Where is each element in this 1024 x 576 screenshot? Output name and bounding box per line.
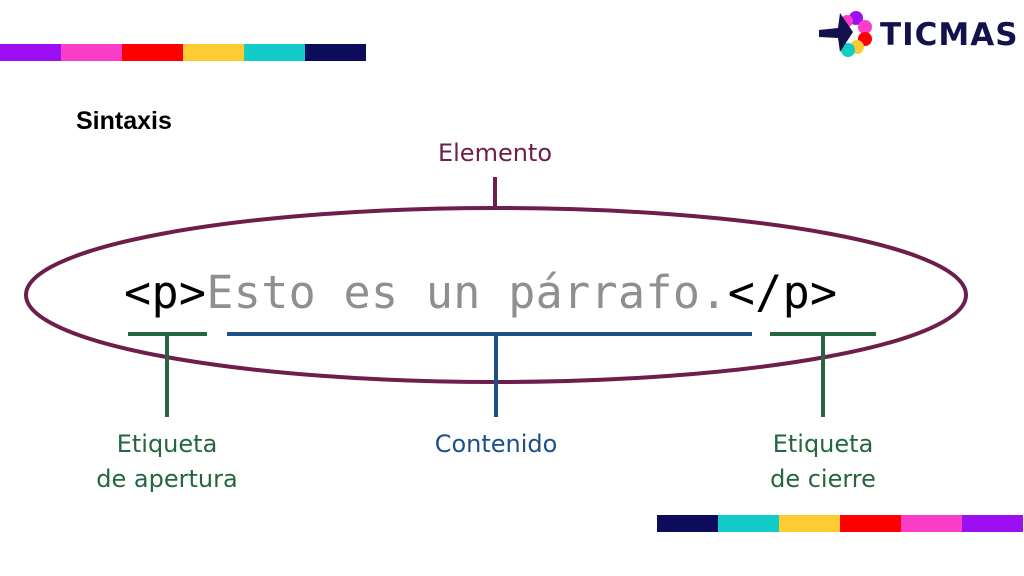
open-tag-label-line: Etiqueta — [116, 430, 218, 458]
stripe-segment — [962, 515, 1023, 532]
open-tag-label: Etiqueta de apertura — [67, 427, 267, 497]
section-title: Sintaxis — [76, 107, 172, 135]
stripe-segment — [122, 44, 183, 61]
stripe-segment — [0, 44, 61, 61]
ticmas-logo: TICMAS — [816, 8, 1024, 64]
code-content: Esto es un párrafo. — [206, 266, 728, 319]
flower-logo-icon — [819, 11, 872, 57]
stripe-segment — [901, 515, 962, 532]
stripe-segment — [779, 515, 840, 532]
stripe-segment — [183, 44, 244, 61]
open-tag-label-line: de apertura — [96, 465, 238, 493]
stripe-segment — [305, 44, 366, 61]
logo-wordmark: TICMAS — [880, 17, 1019, 53]
stripe-segment — [840, 515, 901, 532]
close-tag-label-line: de cierre — [770, 465, 876, 493]
stripe-segment — [657, 515, 718, 532]
content-label: Contenido — [434, 430, 558, 458]
stripe-segment — [244, 44, 305, 61]
stripe-segment — [61, 44, 122, 61]
element-label: Elemento — [437, 139, 553, 167]
code-example: <p>Esto es un párrafo.</p> — [124, 263, 838, 323]
decorative-color-stripe-bottom — [657, 515, 1023, 532]
close-tag-label-line: Etiqueta — [772, 430, 874, 458]
close-tag-label: Etiqueta de cierre — [723, 427, 923, 497]
stripe-segment — [718, 515, 779, 532]
code-close-tag: </p> — [727, 266, 838, 319]
decorative-color-stripe-top — [0, 44, 366, 61]
code-open-tag: <p> — [124, 266, 207, 319]
